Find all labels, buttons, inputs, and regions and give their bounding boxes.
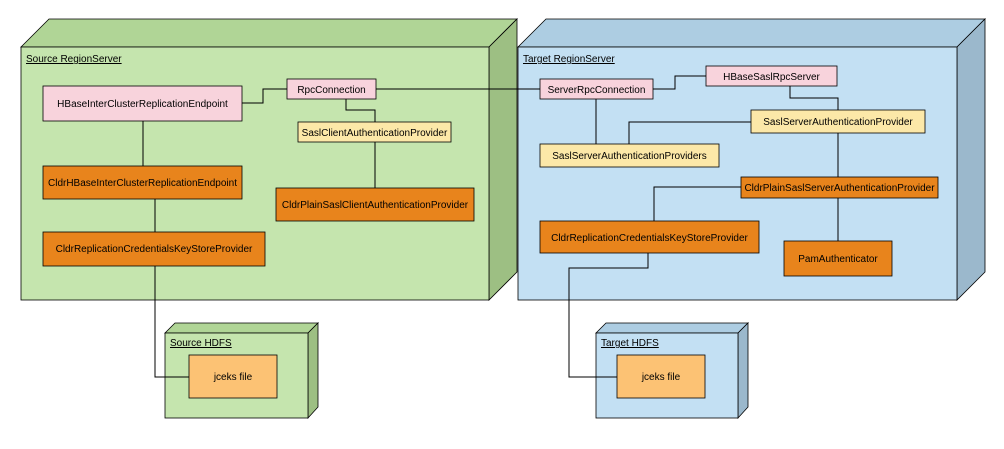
source-jceks-file-box[interactable]: jceks file bbox=[188, 354, 278, 399]
connector-hbase-sasl-to-sasl-server bbox=[789, 86, 839, 110]
source-hdfs-top bbox=[164, 322, 319, 334]
source-jceks-file-label: jceks file bbox=[213, 372, 253, 383]
target-cldr-plain-server-label: CldrPlainSaslServerAuthenticationProvide… bbox=[744, 183, 935, 194]
connector-target-keystore-to-jceks bbox=[568, 253, 649, 378]
source-cldr-endpoint-box[interactable]: CldrHBaseInterClusterReplicationEndpoint bbox=[42, 165, 243, 200]
target-sasl-server-providers-label: SaslServerAuthenticationProviders bbox=[552, 151, 707, 162]
connectors bbox=[138, 75, 843, 378]
connector-server-rpc-to-hbase-sasl bbox=[653, 75, 706, 90]
target-hbase-sasl-rpc-server-box[interactable]: HBaseSaslRpcServer bbox=[705, 65, 838, 87]
target-pam-authenticator-box[interactable]: PamAuthenticator bbox=[783, 240, 893, 277]
source-node-top bbox=[20, 18, 518, 48]
source-hdfs-side bbox=[307, 322, 319, 420]
connector-endpoint-to-rpc bbox=[242, 88, 287, 104]
target-keystore-provider-box[interactable]: CldrReplicationCredentialsKeyStoreProvid… bbox=[539, 220, 760, 254]
target-hbase-sasl-rpc-server-label: HBaseSaslRpcServer bbox=[723, 72, 820, 83]
connector-rpc-to-sasl-client bbox=[345, 99, 376, 122]
target-cldr-plain-server-box[interactable]: CldrPlainSaslServerAuthenticationProvide… bbox=[740, 176, 939, 199]
target-pam-authenticator-label: PamAuthenticator bbox=[798, 254, 878, 265]
target-hdfs-top bbox=[595, 322, 749, 334]
source-cldr-plain-client-box[interactable]: CldrPlainSaslClientAuthenticationProvide… bbox=[275, 187, 475, 222]
target-server-rpc-connection-box[interactable]: ServerRpcConnection bbox=[539, 78, 654, 100]
source-regionserver-label: Source RegionServer bbox=[26, 54, 122, 65]
target-node-side bbox=[956, 18, 986, 301]
source-endpoint-box[interactable]: HBaseInterClusterReplicationEndpoint bbox=[42, 85, 243, 122]
target-sasl-server-provider-box[interactable]: SaslServerAuthenticationProvider bbox=[750, 109, 926, 134]
target-node-top bbox=[517, 18, 986, 48]
connector-cldr-plain-server-to-keystore bbox=[653, 186, 741, 221]
connector-providers-to-sasl-server bbox=[628, 121, 751, 144]
source-cldr-endpoint-label: CldrHBaseInterClusterReplicationEndpoint bbox=[48, 178, 237, 189]
source-rpc-connection-label: RpcConnection bbox=[297, 85, 365, 96]
target-regionserver-label: Target RegionServer bbox=[523, 54, 615, 65]
target-keystore-provider-label: CldrReplicationCredentialsKeyStoreProvid… bbox=[551, 233, 748, 244]
target-hdfs-label: Target HDFS bbox=[601, 338, 659, 349]
target-jceks-file-box[interactable]: jceks file bbox=[616, 354, 706, 399]
source-keystore-provider-box[interactable]: CldrReplicationCredentialsKeyStoreProvid… bbox=[42, 231, 266, 267]
source-sasl-client-provider-label: SaslClientAuthenticationProvider bbox=[302, 128, 448, 139]
target-hdfs-side bbox=[737, 322, 749, 420]
source-hdfs-label: Source HDFS bbox=[170, 338, 232, 349]
target-server-rpc-connection-label: ServerRpcConnection bbox=[548, 85, 646, 96]
target-sasl-server-providers-box[interactable]: SaslServerAuthenticationProviders bbox=[539, 143, 720, 168]
source-sasl-client-provider-box[interactable]: SaslClientAuthenticationProvider bbox=[297, 121, 452, 143]
source-rpc-connection-box[interactable]: RpcConnection bbox=[286, 78, 377, 100]
source-node-side bbox=[488, 18, 518, 301]
target-sasl-server-provider-label: SaslServerAuthenticationProvider bbox=[763, 117, 913, 128]
connector-source-keystore-to-jceks bbox=[154, 266, 189, 378]
target-jceks-file-label: jceks file bbox=[641, 372, 681, 383]
source-endpoint-label: HBaseInterClusterReplicationEndpoint bbox=[57, 99, 228, 110]
source-keystore-provider-label: CldrReplicationCredentialsKeyStoreProvid… bbox=[56, 244, 253, 255]
source-cldr-plain-client-label: CldrPlainSaslClientAuthenticationProvide… bbox=[282, 200, 469, 211]
